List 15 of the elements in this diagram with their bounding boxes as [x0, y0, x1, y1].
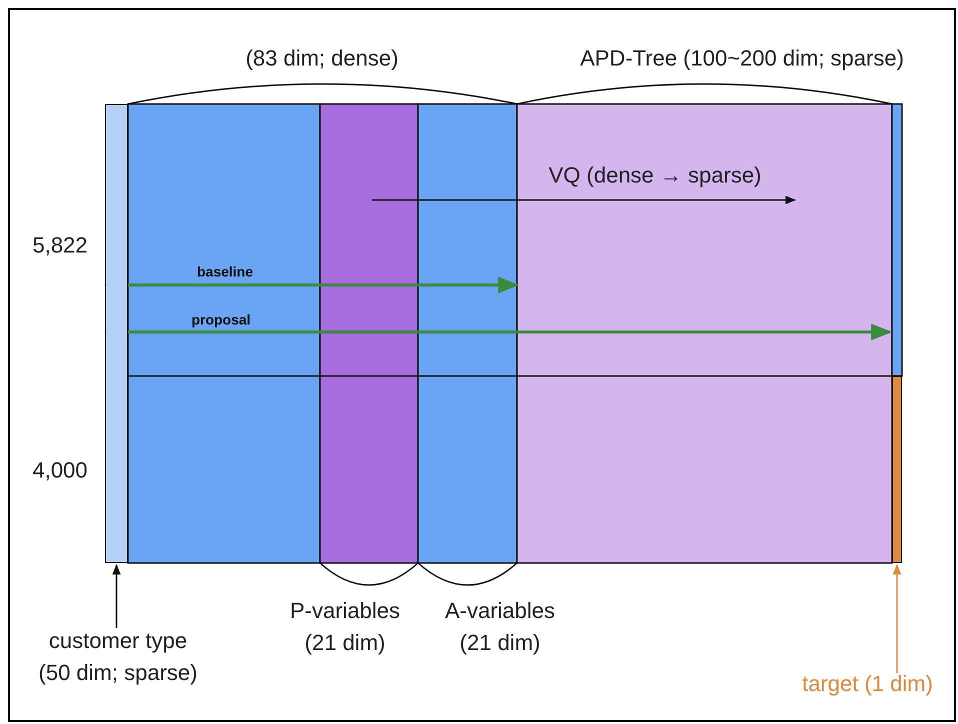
leader-arrow — [892, 564, 902, 673]
annotation-text: customer type (50 dim; sparse) — [38, 627, 198, 687]
column-label: A-variables (21 dim) — [444, 597, 556, 657]
range-label: proposal — [191, 310, 251, 330]
arrow-label: VQ (dense → sparse) — [548, 162, 762, 190]
annotation-text: target (1 dim) — [802, 670, 933, 698]
bracket-label: (83 dim; dense) — [246, 44, 398, 72]
row-count: 4,000 — [32, 456, 88, 484]
range-label: baseline — [196, 262, 254, 282]
bracket-label: APD-Tree (100~200 dim; sparse) — [580, 44, 904, 72]
table-column — [892, 376, 902, 563]
column-label: P-variables (21 dim) — [288, 597, 402, 657]
leader-arrow — [112, 564, 121, 628]
table-column — [105, 104, 128, 563]
row-count: 5,822 — [32, 232, 88, 260]
